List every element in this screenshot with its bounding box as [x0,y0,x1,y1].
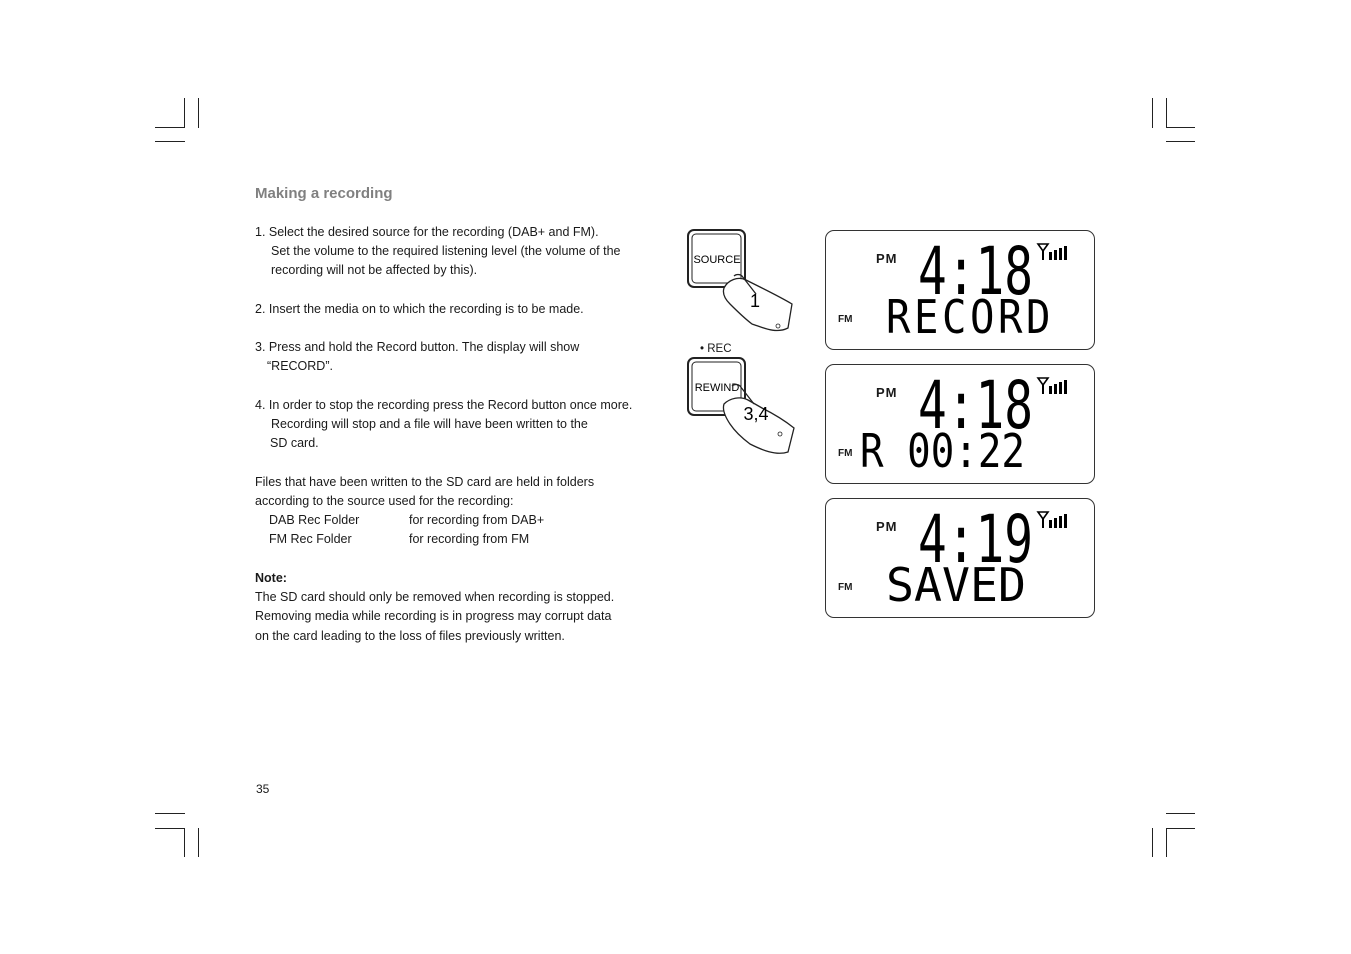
source-button-label: SOURCE [693,254,740,266]
lcd-text-line: RECORD [886,293,1054,337]
signal-strength-icon [1036,377,1067,394]
source-step-number: 1 [750,291,760,311]
ampm-indicator: PM [876,385,898,400]
folder-description: for recording from DAB+ [409,513,545,527]
folders-intro-line-1: Files that have been written to the SD c… [255,475,595,489]
step-3-line-1: 3. Press and hold the Record button. The… [255,340,580,354]
folders-intro-line-2: according to the source used for the rec… [255,494,514,508]
step-1-line-3: recording will not be affected by this). [271,263,478,277]
step-1-line-1: 1. Select the desired source for the rec… [255,225,599,239]
crop-mark [1166,828,1167,857]
crop-mark [155,813,185,814]
crop-mark [1166,828,1195,829]
lcd-time: 4:19 [918,504,1033,566]
folder-name: DAB Rec Folder [269,513,360,527]
lcd-clock: 4:18 [918,236,1033,298]
lcd-time: 4:18 [918,370,1033,432]
crop-mark [1166,98,1167,128]
step-1-line-2: Set the volume to the required listening… [271,244,621,258]
crop-mark [155,127,185,128]
lcd-text: R 00:22 [860,427,1025,471]
step-4-line-2: Recording will stop and a file will have… [271,417,588,431]
signal-strength-icon [1036,243,1067,260]
lcd-display: PM 4:19 FM SAVED [825,498,1095,618]
lcd-text: SAVED [886,561,1026,605]
crop-mark [1152,98,1153,128]
crop-mark [184,828,185,857]
crop-mark [184,98,185,128]
rewind-button-label: REWIND [695,382,740,394]
step-2-line-1: 2. Insert the media on to which the reco… [255,302,584,316]
ampm-indicator: PM [876,519,898,534]
lcd-text-line: SAVED [886,561,1026,605]
page-number: 35 [256,782,270,796]
band-indicator: FM [838,448,853,459]
folder-description: for recording from FM [409,532,530,546]
note-label: Note: [255,571,287,585]
rewind-button-illustration: REWIND 3,4 [687,357,795,454]
note-line-1: The SD card should only be removed when … [255,590,615,604]
lcd-text-line: R 00:22 [860,427,1025,471]
source-button-illustration: SOURCE 1 [687,229,793,332]
ampm-indicator: PM [876,251,898,266]
section-heading: Making a recording [255,185,393,202]
crop-mark [1166,813,1195,814]
band-indicator: FM [838,582,853,593]
lcd-clock: 4:19 [918,504,1033,566]
crop-mark [198,98,199,128]
lcd-clock: 4:18 [918,370,1033,432]
step-4-line-3: SD card. [270,436,319,450]
crop-mark [1166,141,1195,142]
crop-mark [1152,828,1153,857]
step-4-line-1: 4. In order to stop the recording press … [255,398,633,412]
band-indicator: FM [838,314,853,325]
crop-mark [1166,127,1195,128]
step-3-line-2: “RECORD”. [267,359,333,373]
lcd-display: PM 4:18 FM R 00:22 [825,364,1095,484]
folder-name: FM Rec Folder [269,532,352,546]
crop-mark [155,141,185,142]
lcd-display: PM 4:18 FM RECORD [825,230,1095,350]
rewind-step-number: 3,4 [743,404,768,424]
lcd-text: RECORD [886,293,1054,337]
crop-mark [155,828,185,829]
crop-mark [198,828,199,857]
rec-label: • REC [700,343,732,355]
note-line-3: on the card leading to the loss of files… [255,629,565,643]
lcd-time: 4:18 [918,236,1033,298]
signal-strength-icon [1036,511,1067,528]
note-line-2: Removing media while recording is in pro… [255,609,612,623]
